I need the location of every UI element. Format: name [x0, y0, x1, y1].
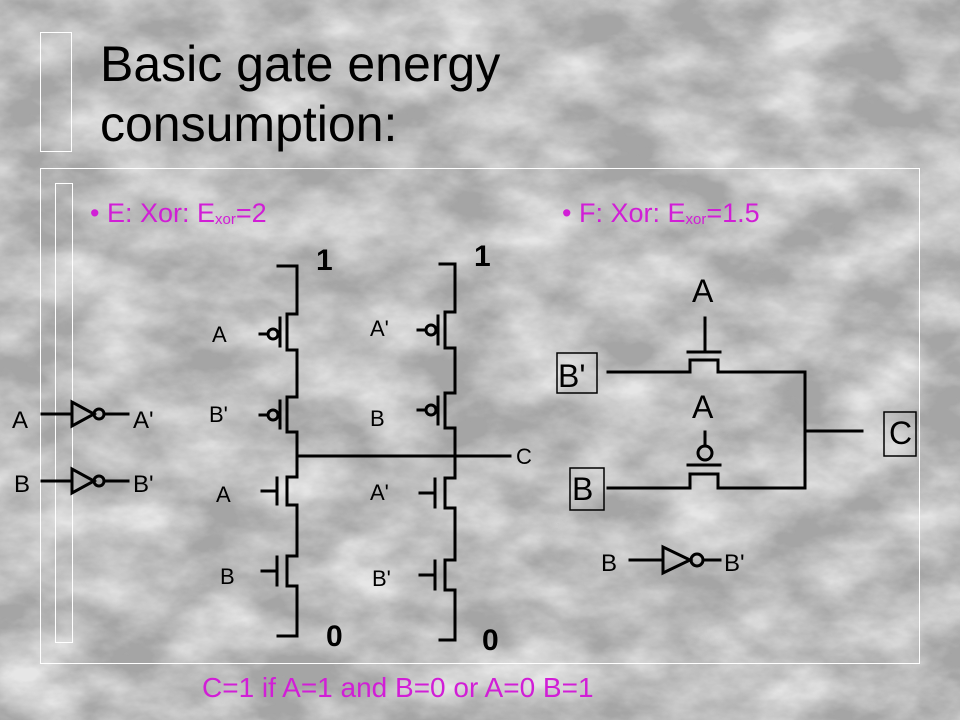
bullet-f: • F: Xor: Exor=1.5 [562, 198, 760, 229]
inverter-f [628, 544, 722, 576]
col2-p-top-label: A' [370, 316, 389, 341]
output-f-label: C [889, 415, 912, 451]
col2-p-bot-label: B [370, 406, 385, 431]
truth-note: C=1 if A=1 and B=0 or A=0 B=1 [202, 672, 594, 703]
pass-transistor-bottom [606, 430, 807, 490]
bot-gate-label: A [692, 389, 714, 425]
label-box-b [569, 467, 605, 511]
top-gate-label: A [692, 273, 714, 309]
col1-p-bot-label: B' [209, 402, 228, 427]
left-frame-top [40, 32, 72, 152]
bullet-f-sub: xor [685, 211, 707, 228]
inv-a-in-label: A [12, 407, 28, 434]
bullet-e-suffix: =2 [235, 198, 267, 228]
bullet-e-sub: xor [215, 211, 236, 228]
bullet-e: • E: Xor: Exor=2 [90, 198, 267, 229]
col1-n-bot-label: B [220, 564, 235, 589]
bot-src-label: B [572, 471, 593, 507]
inv-f-out-label: B' [724, 550, 745, 577]
bullet-f-prefix: • F: Xor: E [562, 198, 686, 228]
bullet-f-suffix: =1.5 [706, 198, 760, 228]
column1-network [258, 264, 299, 638]
column2-network [416, 262, 457, 642]
col1-n-top-label: A [216, 482, 231, 507]
inv-b-in-label: B [14, 471, 30, 498]
bullet-e-prefix: • E: Xor: E [90, 198, 215, 228]
col1-vdd-label: 1 [316, 244, 333, 277]
output-wire-f [803, 370, 864, 490]
col1-gnd-label: 0 [326, 620, 343, 653]
inv-a-out-label: A' [133, 407, 154, 434]
label-box-bprime [556, 352, 598, 394]
inv-f-in-label: B [601, 550, 617, 577]
pass-transistor-top [606, 316, 807, 374]
content-frame [40, 168, 920, 664]
col2-n-bot-label: B' [372, 566, 391, 591]
col1-p-top-label: A [212, 322, 227, 347]
col2-n-top-label: A' [370, 480, 389, 505]
inv-b-out-label: B' [133, 471, 154, 498]
col2-gnd-label: 0 [482, 624, 499, 657]
col2-vdd-label: 1 [474, 240, 491, 273]
inverter-a [40, 399, 130, 429]
slide-title: Basic gate energy consumption: [100, 36, 501, 152]
label-box-c [883, 411, 917, 457]
top-src-label: B' [558, 358, 585, 394]
output-e-label: C [516, 444, 532, 469]
inverter-b [40, 466, 130, 496]
